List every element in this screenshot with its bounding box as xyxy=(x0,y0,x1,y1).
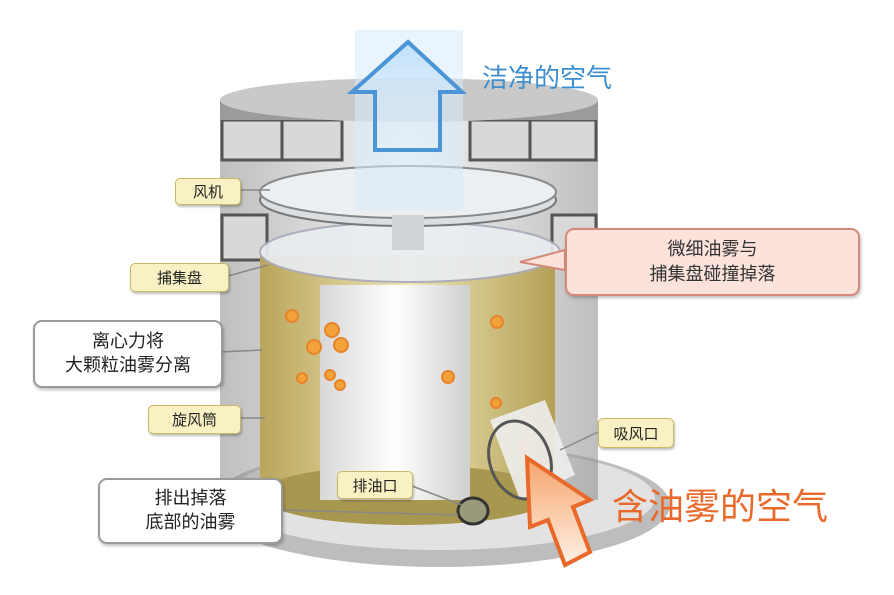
fan-label: 风机 xyxy=(175,178,241,205)
drain-label: 排油口 xyxy=(337,471,413,499)
discharge-note: 排出掉落 底部的油雾 xyxy=(98,478,283,544)
centrifugal-note: 离心力将 大颗粒油雾分离 xyxy=(33,320,223,388)
inlet-label: 吸风口 xyxy=(598,418,674,448)
note-line: 底部的油雾 xyxy=(145,512,236,533)
cyclone-core xyxy=(320,285,470,500)
oily-air-label: 含油雾的空气 xyxy=(612,487,829,528)
drain-port xyxy=(456,496,490,526)
note-line: 捕集盘碰撞掉落 xyxy=(649,264,776,285)
note-line: 大颗粒油雾分离 xyxy=(65,355,191,376)
note-line: 排出掉落 xyxy=(154,487,227,509)
fine-mist-note: 微细油雾与 捕集盘碰撞掉落 xyxy=(565,228,860,296)
collector-label: 捕集盘 xyxy=(130,263,229,292)
note-line: 微细油雾与 xyxy=(667,238,758,260)
clean-air-label: 洁净的空气 xyxy=(482,64,613,94)
clean-air-arrow xyxy=(346,39,468,152)
dirty-air-arrow xyxy=(524,454,595,568)
note-line: 离心力将 xyxy=(92,330,164,352)
cyclone-label: 旋风筒 xyxy=(148,405,241,434)
